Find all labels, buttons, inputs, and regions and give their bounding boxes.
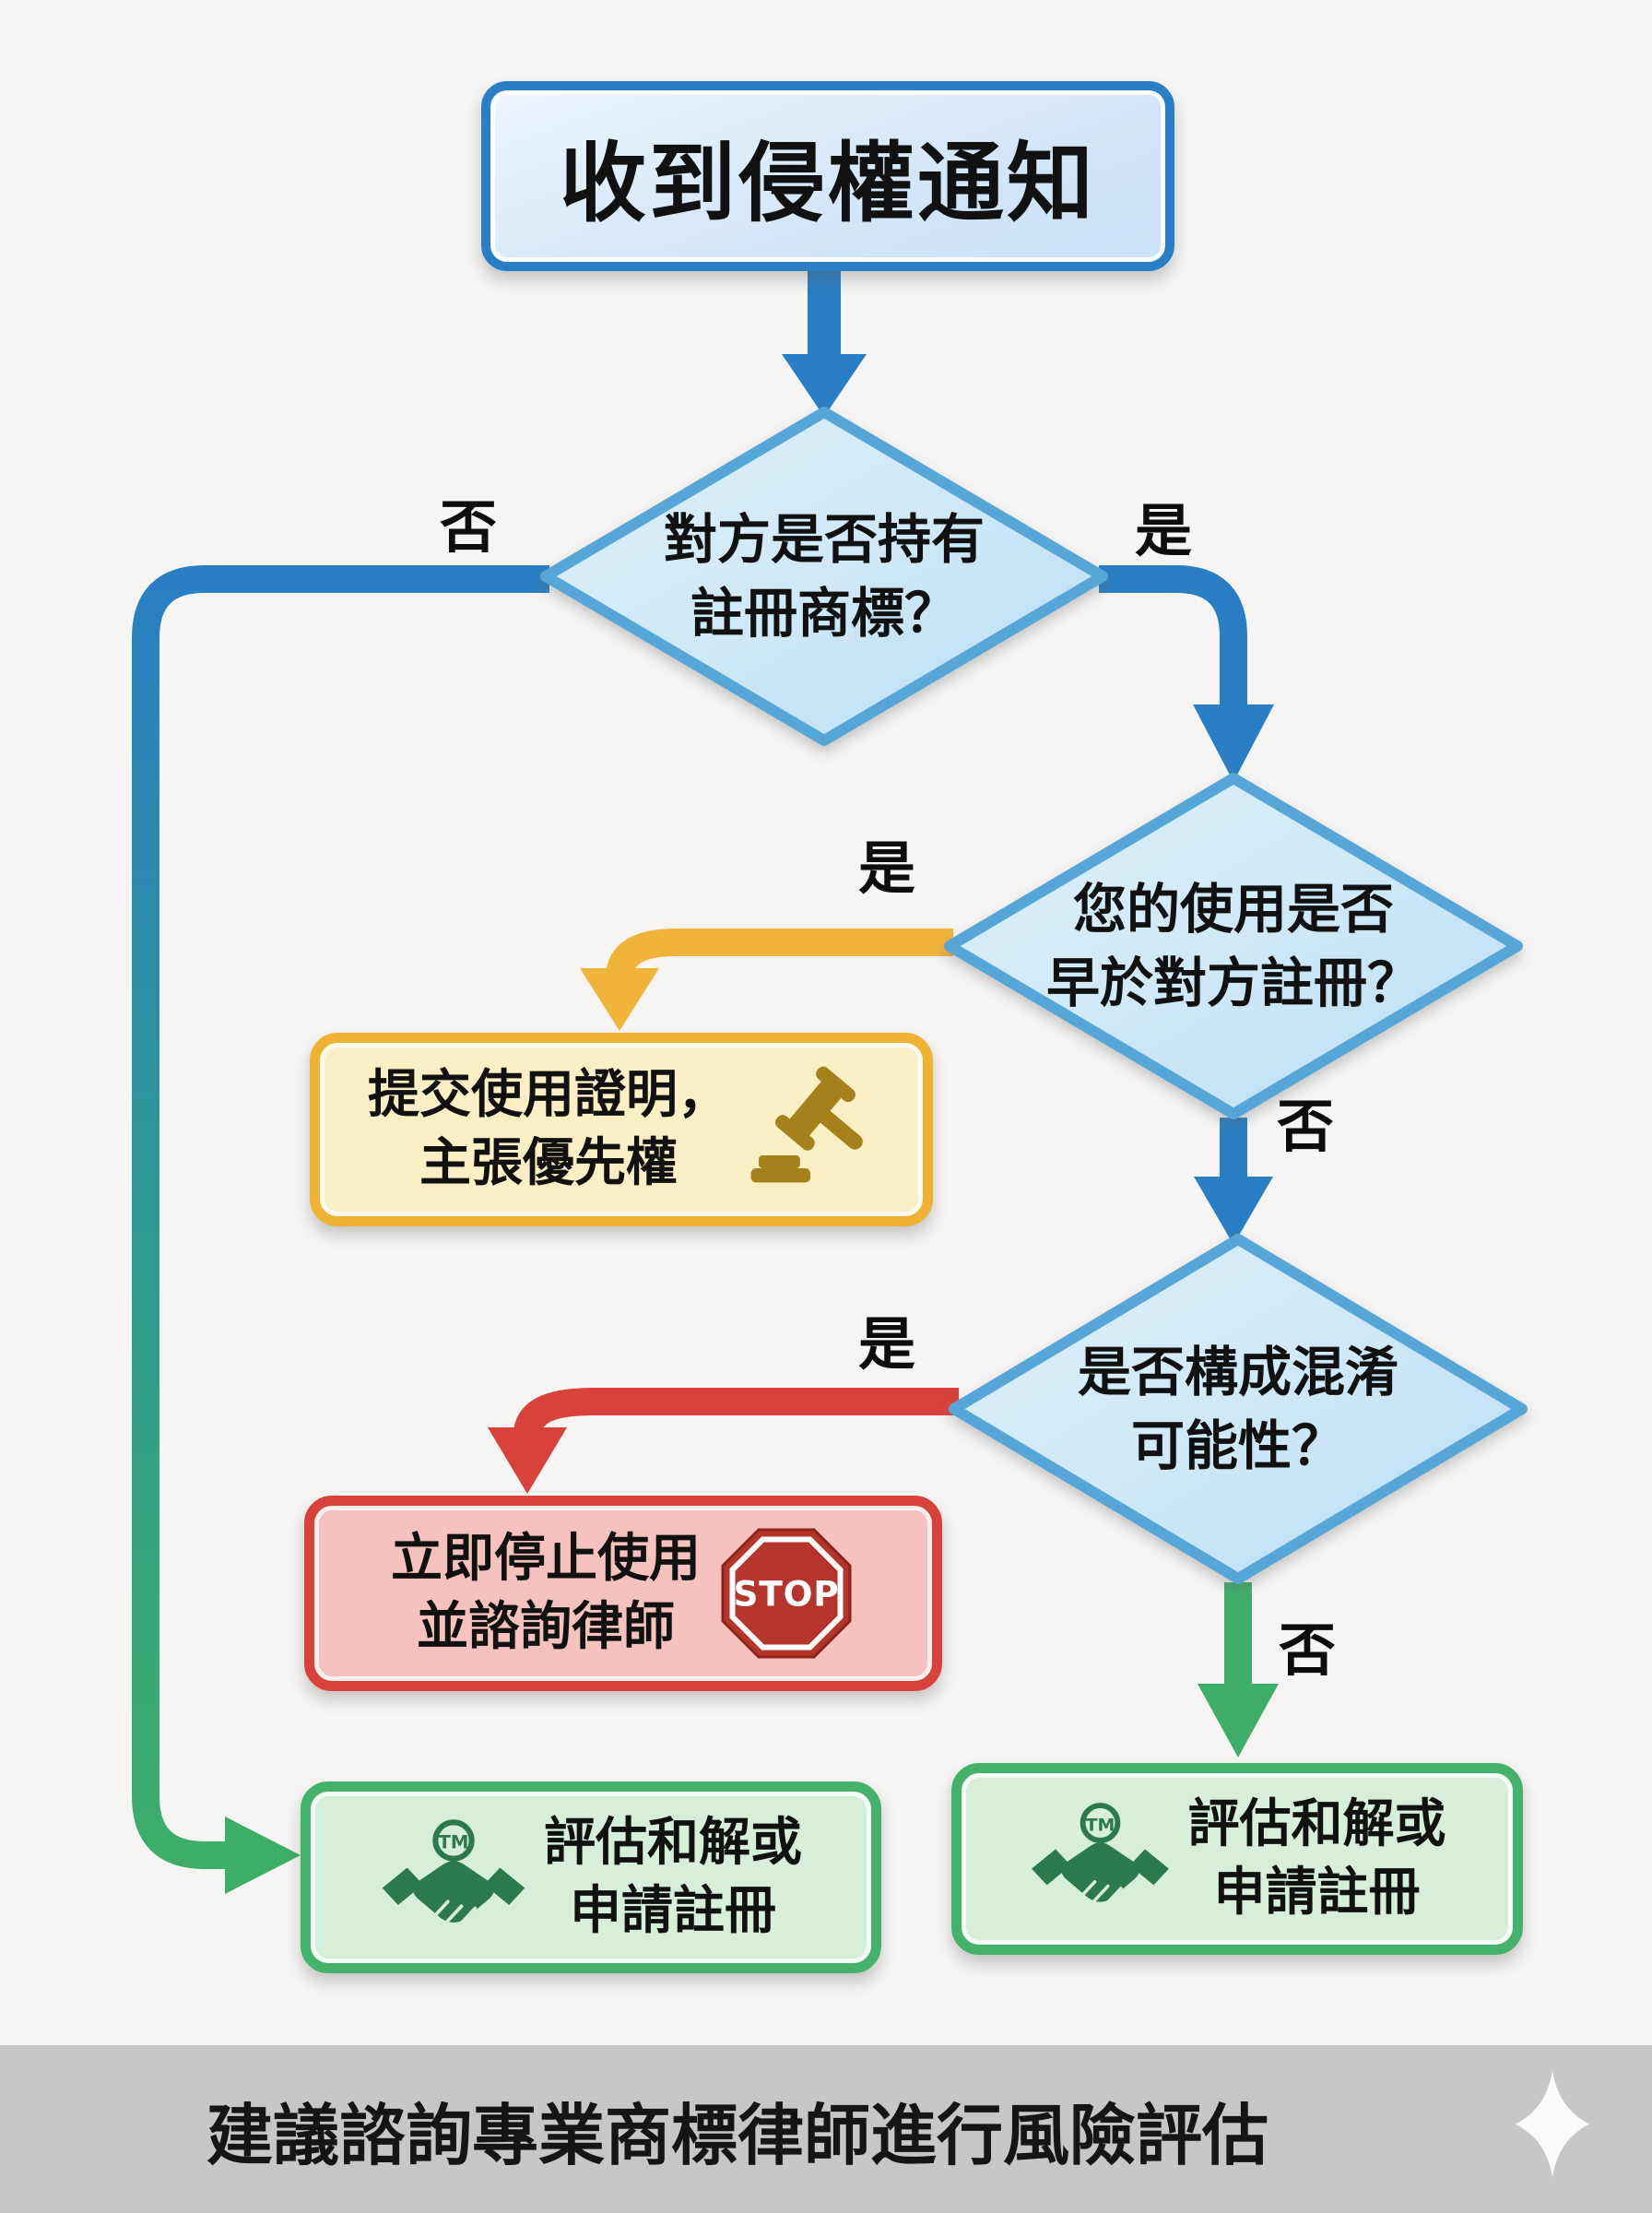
branch-label-d3-yes: 是 bbox=[857, 1310, 915, 1378]
branch-label-d1-yes: 是 bbox=[1134, 497, 1192, 564]
settle-right-line1: 評估和解或 bbox=[1187, 1794, 1446, 1855]
priority-line2: 主張優先權 bbox=[419, 1133, 678, 1193]
decision-2-text: 您的使用是否 早於對方註冊？ bbox=[951, 800, 1516, 1092]
tm-handshake-icon: TM bbox=[382, 1818, 525, 1927]
decision-3-line1: 是否構成混淆 bbox=[1077, 1340, 1398, 1403]
decision-1-line1: 對方是否持有 bbox=[663, 507, 985, 571]
decision-2-line1: 您的使用是否 bbox=[1072, 877, 1394, 941]
decision-2-line2: 早於對方註冊？ bbox=[1045, 952, 1421, 1014]
start-node: 收到侵權通知 bbox=[481, 81, 1174, 271]
tm-handshake-icon: TM bbox=[1031, 1803, 1169, 1907]
sparkle-icon bbox=[1515, 2070, 1590, 2178]
decision-diamond-confusion bbox=[949, 1234, 1528, 1584]
action-box-settle-right: TM 評估和解或 申請註冊 bbox=[951, 1763, 1523, 1955]
priority-line1: 提交使用證明， bbox=[368, 1065, 729, 1126]
settle-right-text: 評估和解或 申請註冊 bbox=[1188, 1791, 1446, 1927]
stop-sign-icon: STOP bbox=[721, 1528, 852, 1659]
connector-d3-yes-to-stop bbox=[488, 1388, 959, 1494]
connector-d1-no-to-settle-left bbox=[132, 565, 549, 1894]
stop-line2: 並諮詢律師 bbox=[417, 1597, 675, 1657]
priority-text: 提交使用證明， 主張優先權 bbox=[368, 1061, 729, 1198]
branch-label-d2-no: 否 bbox=[1276, 1093, 1334, 1160]
tm-circle-text: TM bbox=[1085, 1815, 1115, 1835]
decision-3-line2: 可能性？ bbox=[1130, 1414, 1345, 1477]
stop-sign-text: STOP bbox=[734, 1574, 840, 1615]
start-node-label: 收到侵權通知 bbox=[559, 134, 1096, 234]
decision-diamond-registered-trademark bbox=[540, 407, 1108, 746]
connector-d3-no-to-settle-right bbox=[1198, 1582, 1279, 1757]
settle-left-line1: 評估和解或 bbox=[544, 1813, 802, 1874]
connector-start-to-d1 bbox=[782, 269, 867, 417]
action-box-stop: 立即停止使用 並諮詢律師 STOP bbox=[304, 1496, 942, 1691]
tm-circle-text: TM bbox=[439, 1831, 469, 1852]
decision-diamond-prior-use bbox=[944, 773, 1523, 1119]
branch-label-d2-yes: 是 bbox=[857, 834, 915, 902]
settle-left-line2: 申請註冊 bbox=[570, 1881, 776, 1941]
settle-right-line2: 申請註冊 bbox=[1213, 1863, 1421, 1923]
footer-banner: 建議諮詢專業商標律師進行風險評估 bbox=[0, 2045, 1652, 2213]
decision-1-line2: 註冊商標？ bbox=[690, 582, 958, 645]
connector-d2-yes-to-priority bbox=[580, 929, 953, 1031]
branch-label-d1-no: 否 bbox=[439, 493, 497, 561]
settle-left-text: 評估和解或 申請註冊 bbox=[544, 1809, 802, 1946]
decision-3-text: 是否構成混淆 可能性？ bbox=[956, 1261, 1520, 1556]
decision-1-text: 對方是否持有 註冊商標？ bbox=[548, 433, 1101, 719]
connector-d2-no-to-d3 bbox=[1194, 1118, 1273, 1245]
branch-label-d3-no: 否 bbox=[1278, 1616, 1336, 1684]
action-box-settle-left: TM 評估和解或 申請註冊 bbox=[301, 1781, 881, 1973]
stop-line1: 立即停止使用 bbox=[391, 1529, 701, 1590]
stop-text: 立即停止使用 並諮詢律師 bbox=[391, 1525, 701, 1662]
footer-advice-text: 建議諮詢專業商標律師進行風險評估 bbox=[206, 2096, 1268, 2174]
gavel-icon bbox=[750, 1066, 863, 1183]
action-box-priority: 提交使用證明， 主張優先權 bbox=[310, 1033, 933, 1226]
connector-d1-yes-to-d2 bbox=[1099, 565, 1274, 782]
